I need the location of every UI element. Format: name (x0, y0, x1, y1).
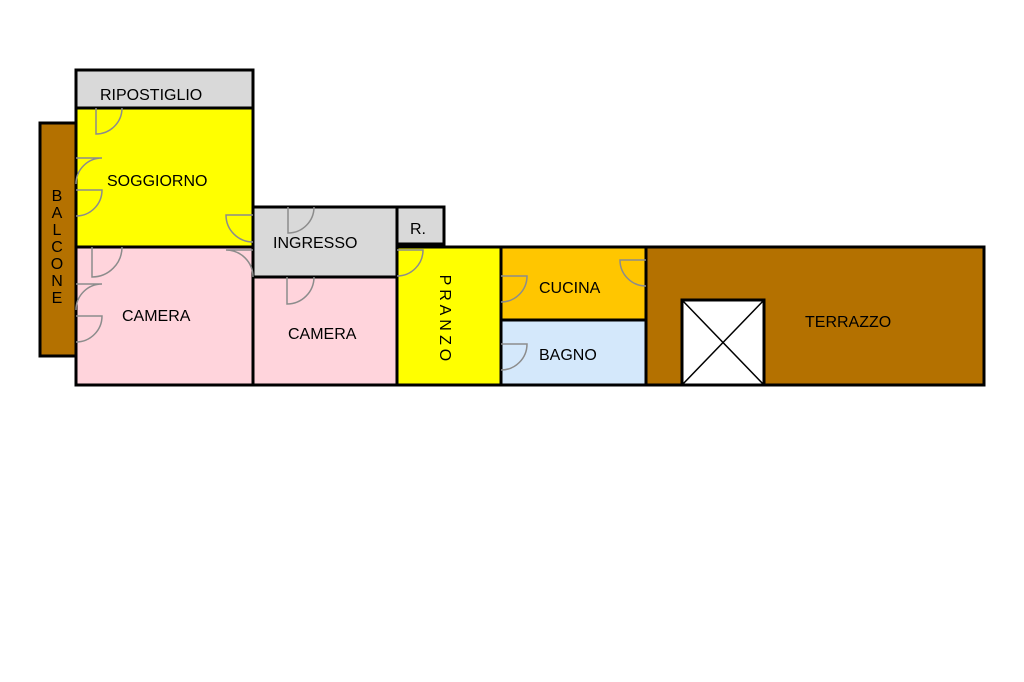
balcone-letter: N (51, 273, 63, 290)
cucina-label: CUCINA (539, 280, 601, 297)
door-swing-icon (75, 315, 103, 343)
door-swing-icon (500, 343, 528, 371)
pranzo-letter: A (436, 305, 453, 316)
ingresso-label: INGRESSO (273, 235, 357, 252)
door-swing-icon (619, 259, 647, 287)
room-r-small (395, 205, 446, 246)
door-swing-icon (396, 249, 424, 277)
pranzo-letter: R (436, 289, 453, 301)
door-swings (75, 107, 647, 371)
balcone-letter: A (52, 205, 63, 222)
bagno-label: BAGNO (539, 347, 597, 364)
room-pranzo (395, 245, 503, 387)
camera-center-label: CAMERA (288, 326, 357, 343)
ripostiglio-label: RIPOSTIGLIO (100, 87, 202, 104)
door-swing-icon (95, 107, 123, 135)
stairwell-symbol (680, 298, 766, 387)
r-small-label: R. (410, 221, 426, 238)
pranzo-letter: N (436, 319, 453, 331)
balcone-letter: O (51, 256, 63, 273)
door-swing-icon (500, 275, 528, 303)
door-swing-icon (286, 276, 315, 305)
pranzo-letter: Z (436, 335, 453, 345)
balcone-letter: L (53, 222, 62, 239)
door-swing-icon (75, 189, 103, 217)
balcone-label: B A L C O N E (51, 188, 63, 307)
balcone-letter: B (52, 188, 63, 205)
room-soggiorno (74, 106, 255, 249)
door-swing-icon (225, 214, 254, 243)
door-swing-icon (287, 206, 315, 234)
room-camera-center (251, 275, 399, 387)
door-swing-icon (75, 283, 103, 311)
pranzo-letter: P (436, 275, 453, 286)
room-balcone (38, 121, 78, 358)
balcone-letter: C (51, 239, 63, 256)
camera-left-label: CAMERA (122, 308, 191, 325)
pranzo-letter: O (436, 349, 453, 361)
door-swing-icon (75, 157, 103, 185)
soggiorno-label: SOGGIORNO (107, 173, 207, 190)
terrazzo-label: TERRAZZO (805, 314, 891, 331)
door-swing-icon (91, 246, 123, 278)
door-swing-icon (225, 249, 254, 278)
pranzo-label: P R A N Z O (436, 275, 453, 362)
balcone-letter: E (52, 290, 63, 307)
